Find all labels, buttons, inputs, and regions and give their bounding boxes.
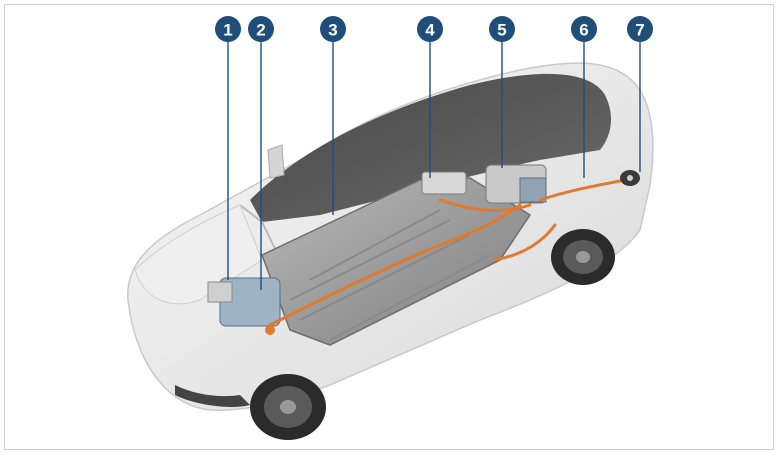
front-drive-unit (207, 277, 281, 335)
callout-7: 7 (627, 16, 653, 42)
rear-drive-unit (485, 164, 547, 204)
callout-4-label: 4 (425, 21, 435, 40)
front-wheel (250, 374, 326, 440)
callout-5-label: 5 (497, 21, 506, 40)
battery-pack (261, 177, 532, 346)
callout-3: 3 (320, 16, 346, 42)
junction-box (421, 171, 467, 195)
callout-7-label: 7 (635, 21, 644, 40)
callout-2: 2 (248, 16, 274, 42)
charge-port (620, 170, 640, 186)
leader-lines (227, 42, 641, 290)
callout-4: 4 (417, 16, 443, 42)
callout-1: 1 (215, 16, 241, 42)
high-voltage-cabling (268, 178, 627, 327)
callout-6: 6 (571, 16, 597, 42)
callout-6-label: 6 (579, 21, 588, 40)
rear-wheel (551, 229, 615, 285)
callout-3-label: 3 (328, 21, 337, 40)
callout-2-label: 2 (256, 21, 265, 40)
callout-1-label: 1 (223, 21, 232, 40)
callout-5: 5 (489, 16, 515, 42)
